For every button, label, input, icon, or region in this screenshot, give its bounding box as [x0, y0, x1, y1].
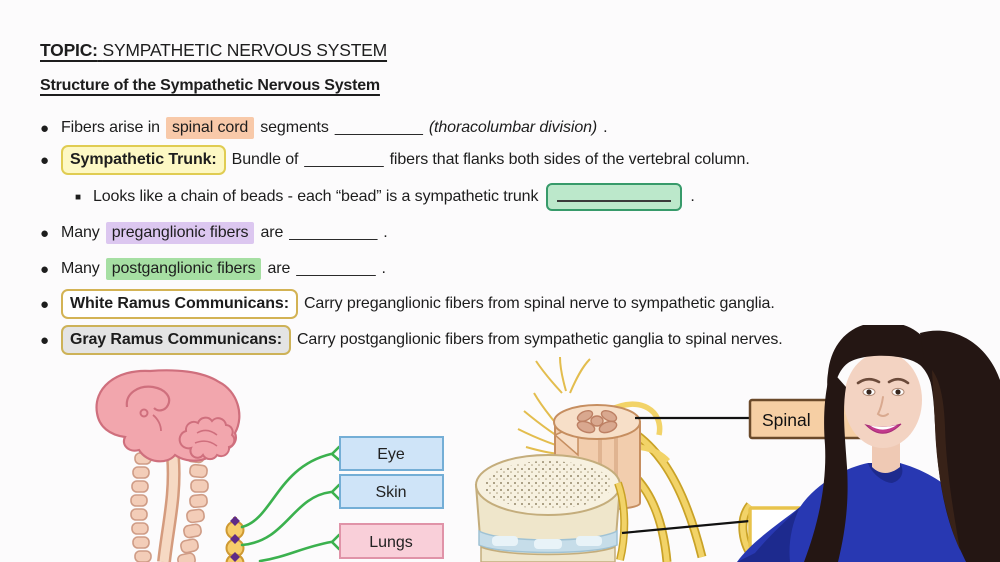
section-subtitle: Structure of the Sympathetic Nervous Sys… [40, 77, 380, 94]
bullet-fibers-arise: ● Fibers arise in spinal cord segments _… [40, 113, 608, 143]
cns-diagram: Eye Skin Lungs [95, 369, 444, 562]
ganglion-nodes [230, 516, 240, 562]
page-title: TOPIC: SYMPATHETIC NERVOUS SYSTEM [40, 40, 387, 61]
left-eyebrow [856, 377, 881, 385]
bullet-preganglionic: ● Many preganglionic fibers are ________… [40, 218, 388, 248]
topic-label: TOPIC: [40, 40, 98, 60]
bullet-dot: ● [40, 331, 49, 349]
vertebra-lower [480, 545, 616, 562]
brain-detail [139, 408, 149, 418]
term-box-sympathetic-trunk: Sympathetic Trunk: [60, 145, 226, 175]
pointer-line-bottom [621, 519, 751, 535]
bullet-text: are [260, 224, 284, 241]
bullet-white-ramus: ● White Ramus Communicans: Carry pregang… [40, 289, 775, 319]
bullet-text: Looks like a chain of beads - each “bead… [92, 188, 539, 205]
highlight-preganglionic-fibers: preganglionic fibers [105, 222, 255, 244]
skin-label: Skin [375, 484, 406, 501]
presenter-hair-left [804, 370, 848, 562]
spinal-label: Spinal [762, 410, 811, 430]
left-iris [866, 389, 872, 395]
nose [876, 396, 889, 417]
topic-title: SYMPATHETIC NERVOUS SYSTEM [102, 40, 388, 60]
answer-box-green [546, 183, 683, 211]
cerebellum [178, 416, 236, 461]
period: . [603, 119, 608, 136]
bullet-text: Many [60, 260, 100, 277]
bullet-text: Many [60, 224, 100, 241]
fill-blank: __________ [334, 119, 423, 136]
bullet-text: fibers that flanks both sides of the ver… [389, 151, 750, 168]
bullet-dot: ● [40, 151, 49, 169]
nerve-front [615, 482, 627, 561]
bullet-text: segments [260, 119, 329, 136]
bullet-dot: ● [40, 260, 49, 278]
italic-note: (thoracolumbar division) [428, 119, 598, 136]
subbullet-chain-of-beads: ■ Looks like a chain of beads - each “be… [75, 182, 695, 212]
presenter-hair-top [827, 325, 939, 403]
hair-highlight [932, 370, 960, 550]
bullet-sympathetic-trunk: ● Sympathetic Trunk: Bundle of _________… [40, 145, 750, 175]
teeth [870, 425, 897, 430]
period: . [690, 188, 695, 205]
term-box-white-ramus: White Ramus Communicans: [60, 289, 298, 319]
fill-blank: _________ [304, 151, 384, 168]
vertebrae-left [130, 452, 152, 562]
bullet-text: are [267, 260, 291, 277]
presenter-torso [737, 463, 966, 562]
brainstem-fold [152, 414, 162, 432]
highlight-postganglionic-fibers: postganglionic fibers [105, 258, 262, 280]
period: . [383, 224, 388, 241]
vertebrae-right [177, 448, 209, 562]
nerve-lines [240, 445, 341, 562]
bullet-dot: ● [40, 295, 49, 313]
right-iris [895, 389, 901, 395]
bullet-gray-ramus: ● Gray Ramus Communicans: Carry postgang… [40, 325, 783, 355]
eye-label: Eye [377, 446, 405, 463]
bullet-text: Bundle of [231, 151, 299, 168]
bullet-postganglionic: ● Many postganglionic fibers are _______… [40, 254, 386, 284]
bullet-dot: ● [40, 224, 49, 242]
gray-matter [576, 410, 618, 434]
torso-shadow-left [737, 507, 800, 562]
period: . [381, 260, 386, 277]
bullet-text: Carry preganglionic fibers from spinal n… [303, 295, 775, 312]
bullet-text: Fibers arise in [60, 119, 160, 136]
skin-label-box [339, 474, 444, 509]
highlight-spinal-cord: spinal cord [165, 117, 255, 139]
bullet-text: Carry postganglionic fibers from sympath… [296, 331, 783, 348]
eye-label-box [339, 436, 444, 471]
vertebra-stipple [484, 461, 612, 509]
nerve-spray [517, 356, 591, 456]
corpus-callosum [125, 385, 171, 412]
disc-segments [492, 536, 602, 549]
lungs-label-box [339, 523, 444, 559]
bullet-dot: ● [40, 119, 49, 137]
cerebellum-folds [194, 429, 218, 447]
lungs-label: Lungs [369, 534, 413, 551]
presenter-video [737, 325, 1000, 562]
fill-blank: _________ [296, 260, 376, 277]
fill-blank: __________ [289, 224, 378, 241]
term-box-gray-ramus: Gray Ramus Communicans: [60, 325, 291, 355]
right-eyebrow [887, 377, 910, 385]
square-bullet-dot: ■ [75, 191, 81, 203]
